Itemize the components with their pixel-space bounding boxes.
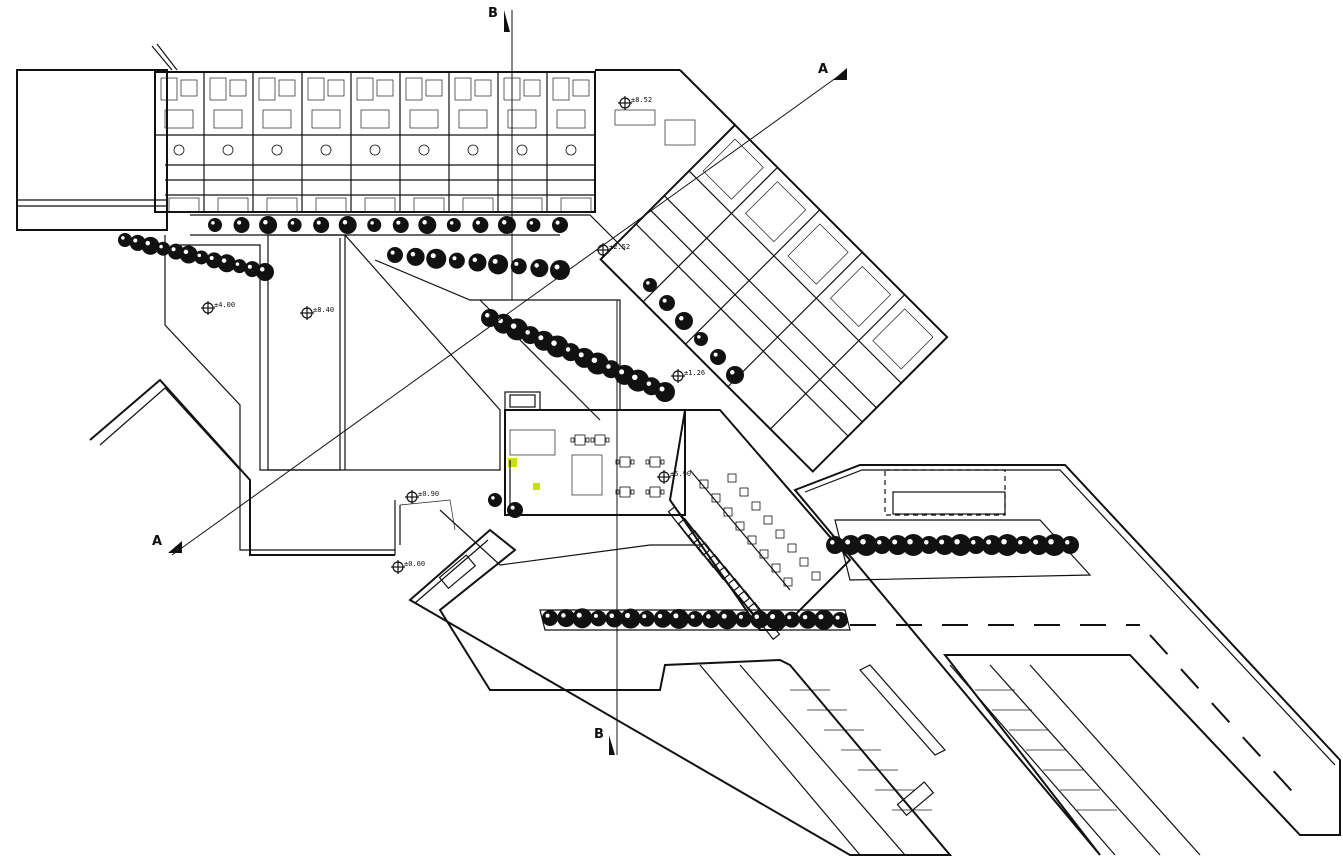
svg-text:±8.40: ±8.40: [313, 306, 334, 314]
section-marker-b-top: B: [488, 6, 498, 21]
level-marker: ±8.52: [618, 96, 652, 110]
level-marker: ±1.26: [671, 369, 705, 383]
section-line-a: A A: [152, 62, 847, 556]
parking-area: [408, 464, 1341, 856]
angled-housing-wing: [599, 123, 949, 473]
svg-text:±4.00: ±4.00: [214, 301, 235, 309]
section-marker-b-bottom: B: [594, 727, 604, 742]
level-marker: ±0.90: [405, 490, 439, 504]
level-marker: ±4.00: [201, 301, 235, 315]
left-annex-block: [16, 43, 178, 231]
svg-text:±8.52: ±8.52: [631, 96, 652, 104]
level-marker: ±5.90: [657, 470, 691, 484]
svg-text:±1.26: ±1.26: [684, 369, 705, 377]
svg-text:±0.00: ±0.00: [404, 560, 425, 568]
level-markers: ±8.52 ±2.52 ±4.00 ±8.40 ±1.26 ±5.90 ±0.9…: [201, 96, 705, 574]
level-marker: ±0.00: [391, 560, 425, 574]
svg-text:±0.90: ±0.90: [418, 490, 439, 498]
level-marker: ±2.52: [596, 243, 630, 257]
section-marker-a-top: A: [818, 62, 828, 77]
svg-text:±2.52: ±2.52: [609, 243, 630, 251]
svg-text:±5.90: ±5.90: [670, 470, 691, 478]
central-terraces: [89, 214, 700, 566]
top-housing-row: [154, 69, 736, 213]
section-line-b: B B: [488, 6, 618, 755]
level-marker: ±8.40: [300, 306, 334, 320]
section-marker-a-bottom: A: [152, 534, 162, 549]
trees: [118, 216, 1079, 630]
central-building: [504, 391, 852, 641]
